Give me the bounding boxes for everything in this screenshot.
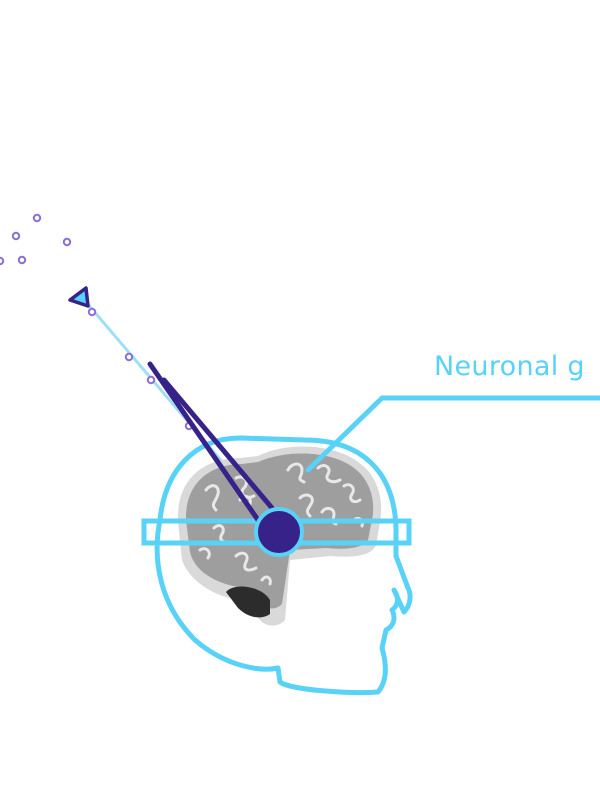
cerebellum: [226, 586, 270, 618]
particle-dot: [62, 237, 72, 247]
beam-particles: [87, 307, 194, 431]
particle-dot: [17, 255, 27, 265]
probe-line: [161, 377, 275, 511]
beam-particle-dot: [87, 307, 97, 317]
particle-dot: [11, 231, 21, 241]
head-silhouette-icon: [154, 435, 413, 696]
callout-label-neuronal: Neuronal g: [434, 351, 585, 382]
implant-node-icon: [254, 507, 304, 557]
probe-line: [147, 361, 261, 523]
beam-particle-dot: [146, 375, 156, 385]
particle-dot: [32, 213, 42, 223]
beam-particle-dot: [124, 352, 134, 362]
particle-dot: [0, 256, 5, 266]
callout-leader-line: [305, 395, 600, 473]
triangle-marker-icon: [68, 286, 90, 308]
particle-cloud: [0, 213, 72, 266]
